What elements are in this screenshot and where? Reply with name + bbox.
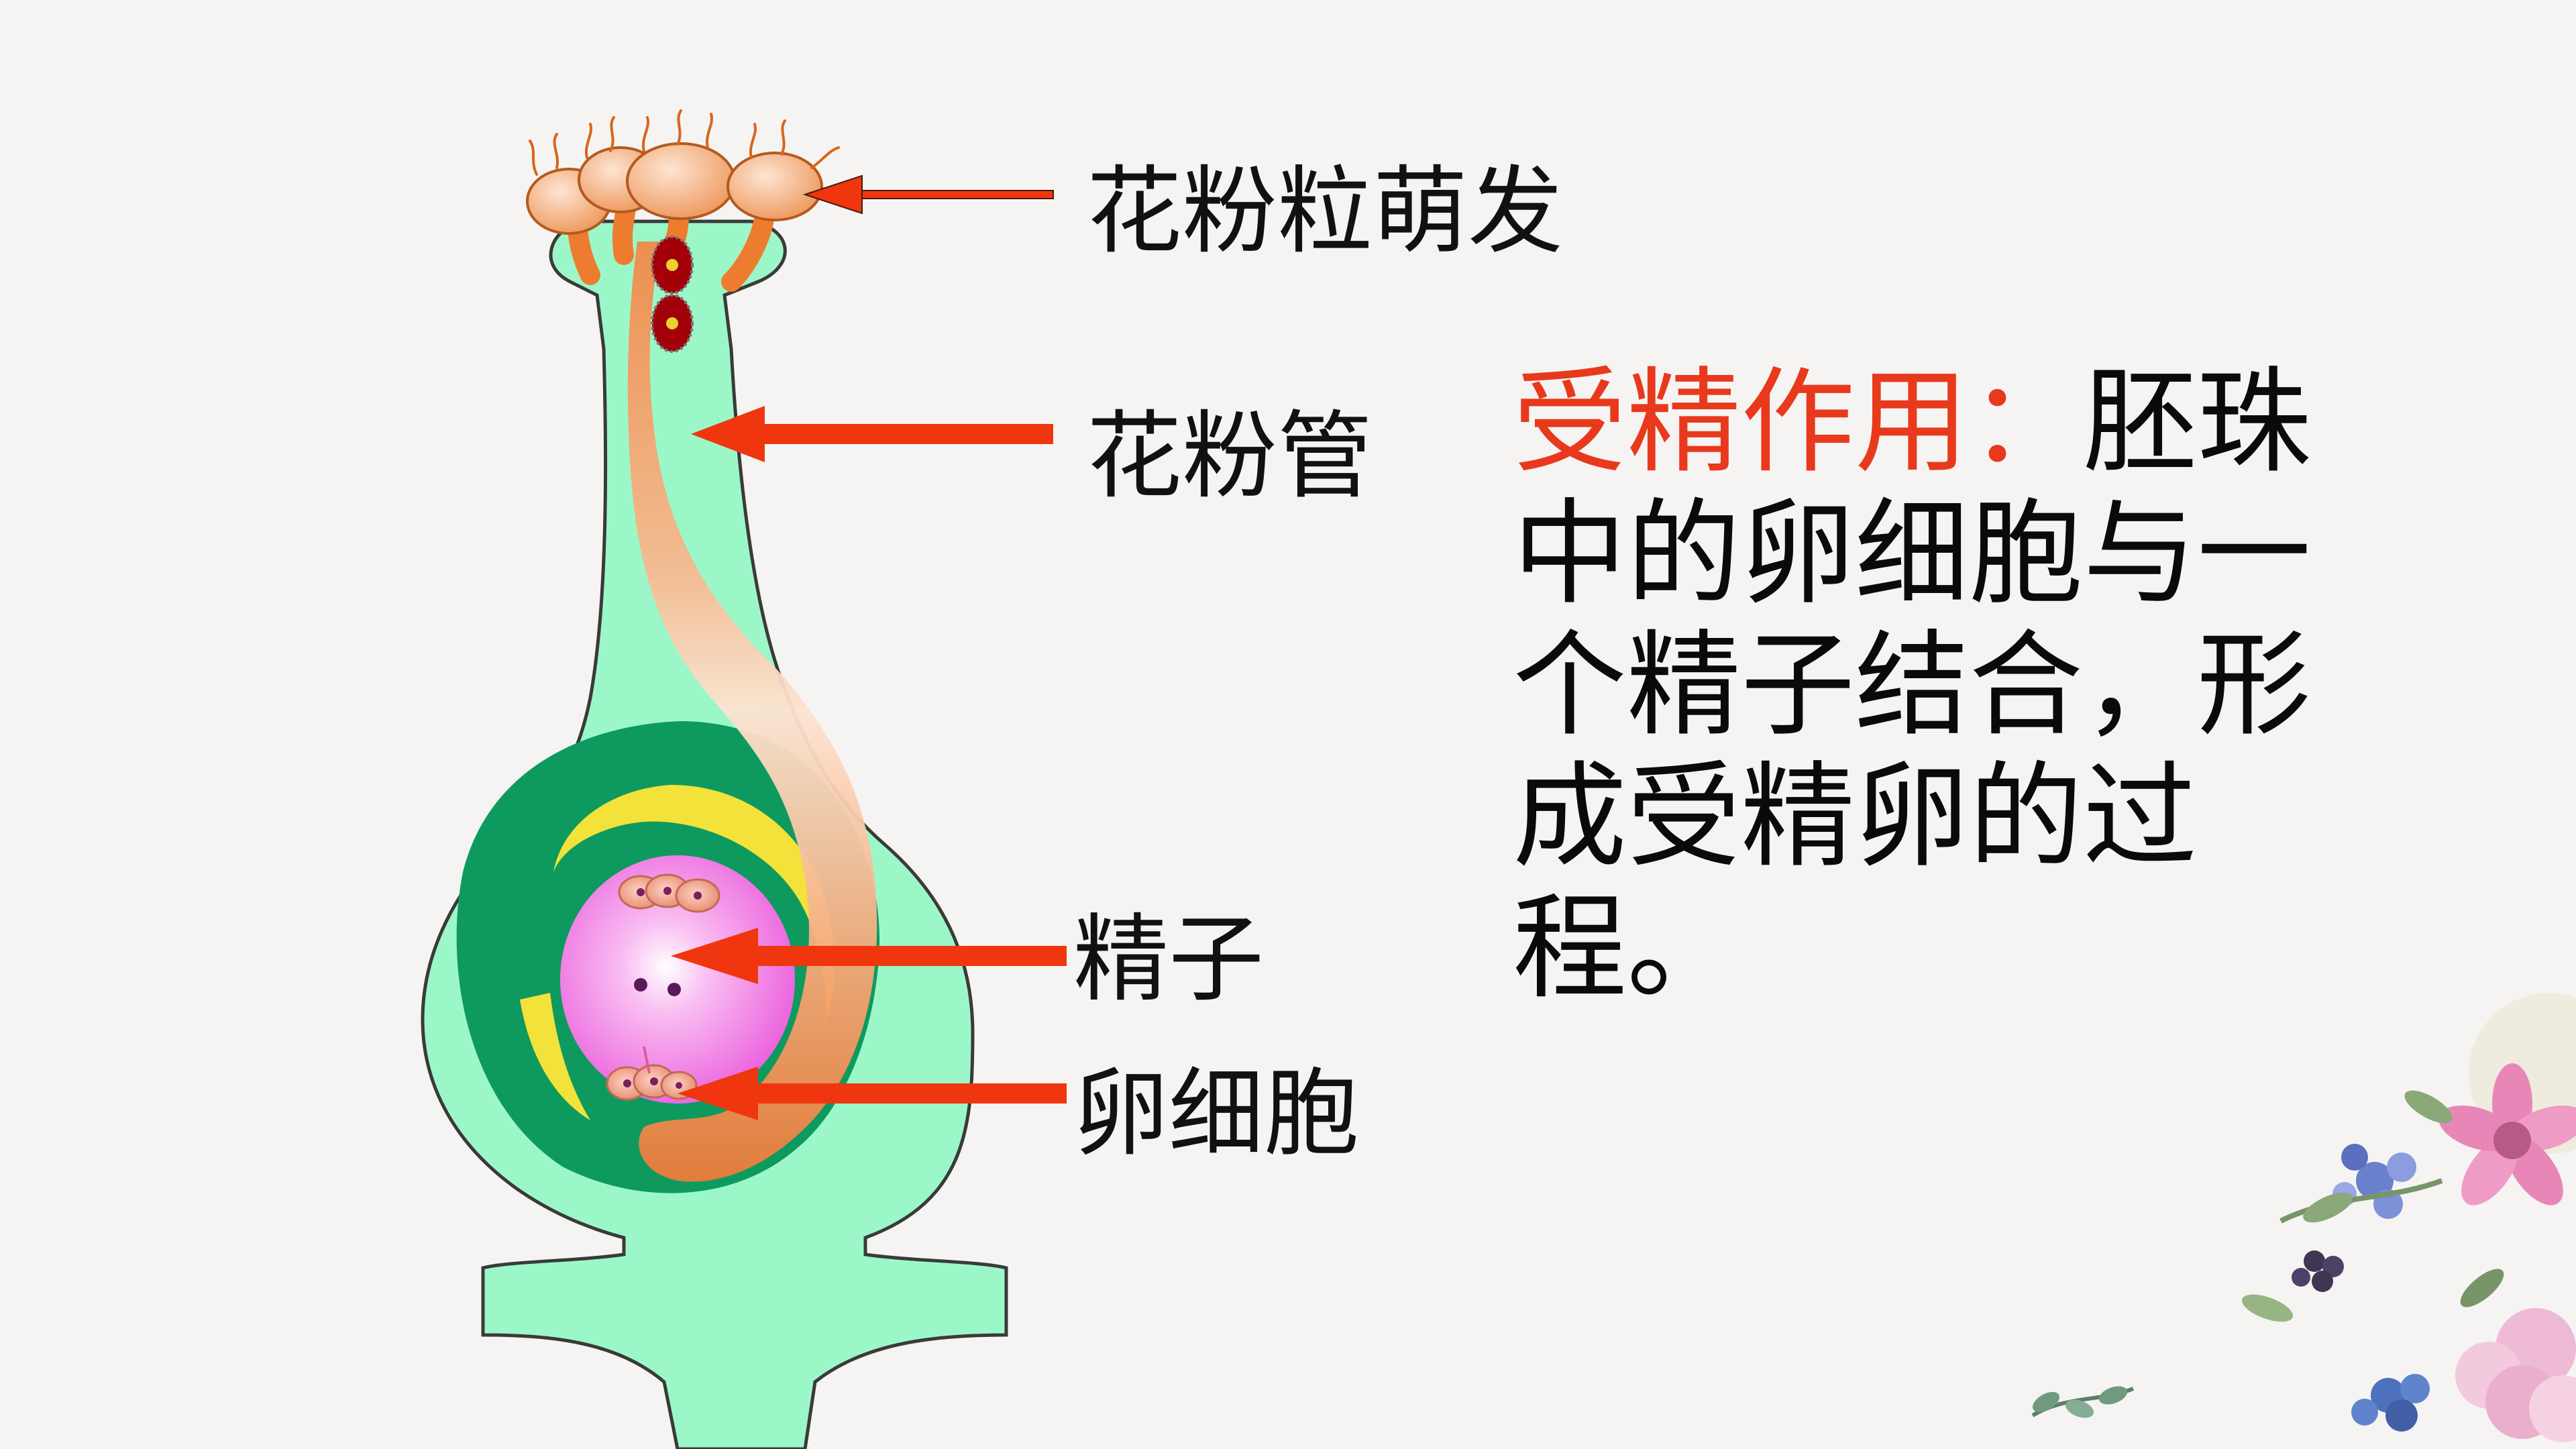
- pointer-arrows: [671, 174, 1067, 1120]
- arrow-sperm: [671, 928, 1067, 984]
- fertilization-definition: 受精作用：胚珠中的卵细胞与一个精子结合，形成受精卵的过程。: [1513, 357, 2392, 1014]
- leaf-sprig-icon: [2031, 1386, 2135, 1418]
- label-sperm: 精子: [1073, 904, 1264, 1015]
- antipodal-cells: [618, 873, 720, 913]
- embryo-sac: [560, 855, 795, 1104]
- label-pollen-tube: 花粉管: [1087, 401, 1373, 512]
- label-egg-cell: 卵细胞: [1073, 1059, 1359, 1169]
- definition-body: 胚珠中的卵细胞与一个精子结合，形成受精卵的过程。: [1513, 356, 2312, 1015]
- arrow-pollen-tube: [691, 406, 1053, 462]
- definition-term: 受精作用：: [1513, 356, 2084, 489]
- label-pollen-germination: 花粉粒萌发: [1087, 156, 1563, 267]
- sperm-nuclei-in-tube: [651, 235, 694, 353]
- arrow-egg-cell: [678, 1067, 1067, 1120]
- flower-decoration-icon: [2242, 993, 2576, 1442]
- pollen-grains: [526, 109, 840, 235]
- ovule-integument-inner: [553, 785, 835, 1026]
- arrow-pollen-germination: [802, 174, 1054, 215]
